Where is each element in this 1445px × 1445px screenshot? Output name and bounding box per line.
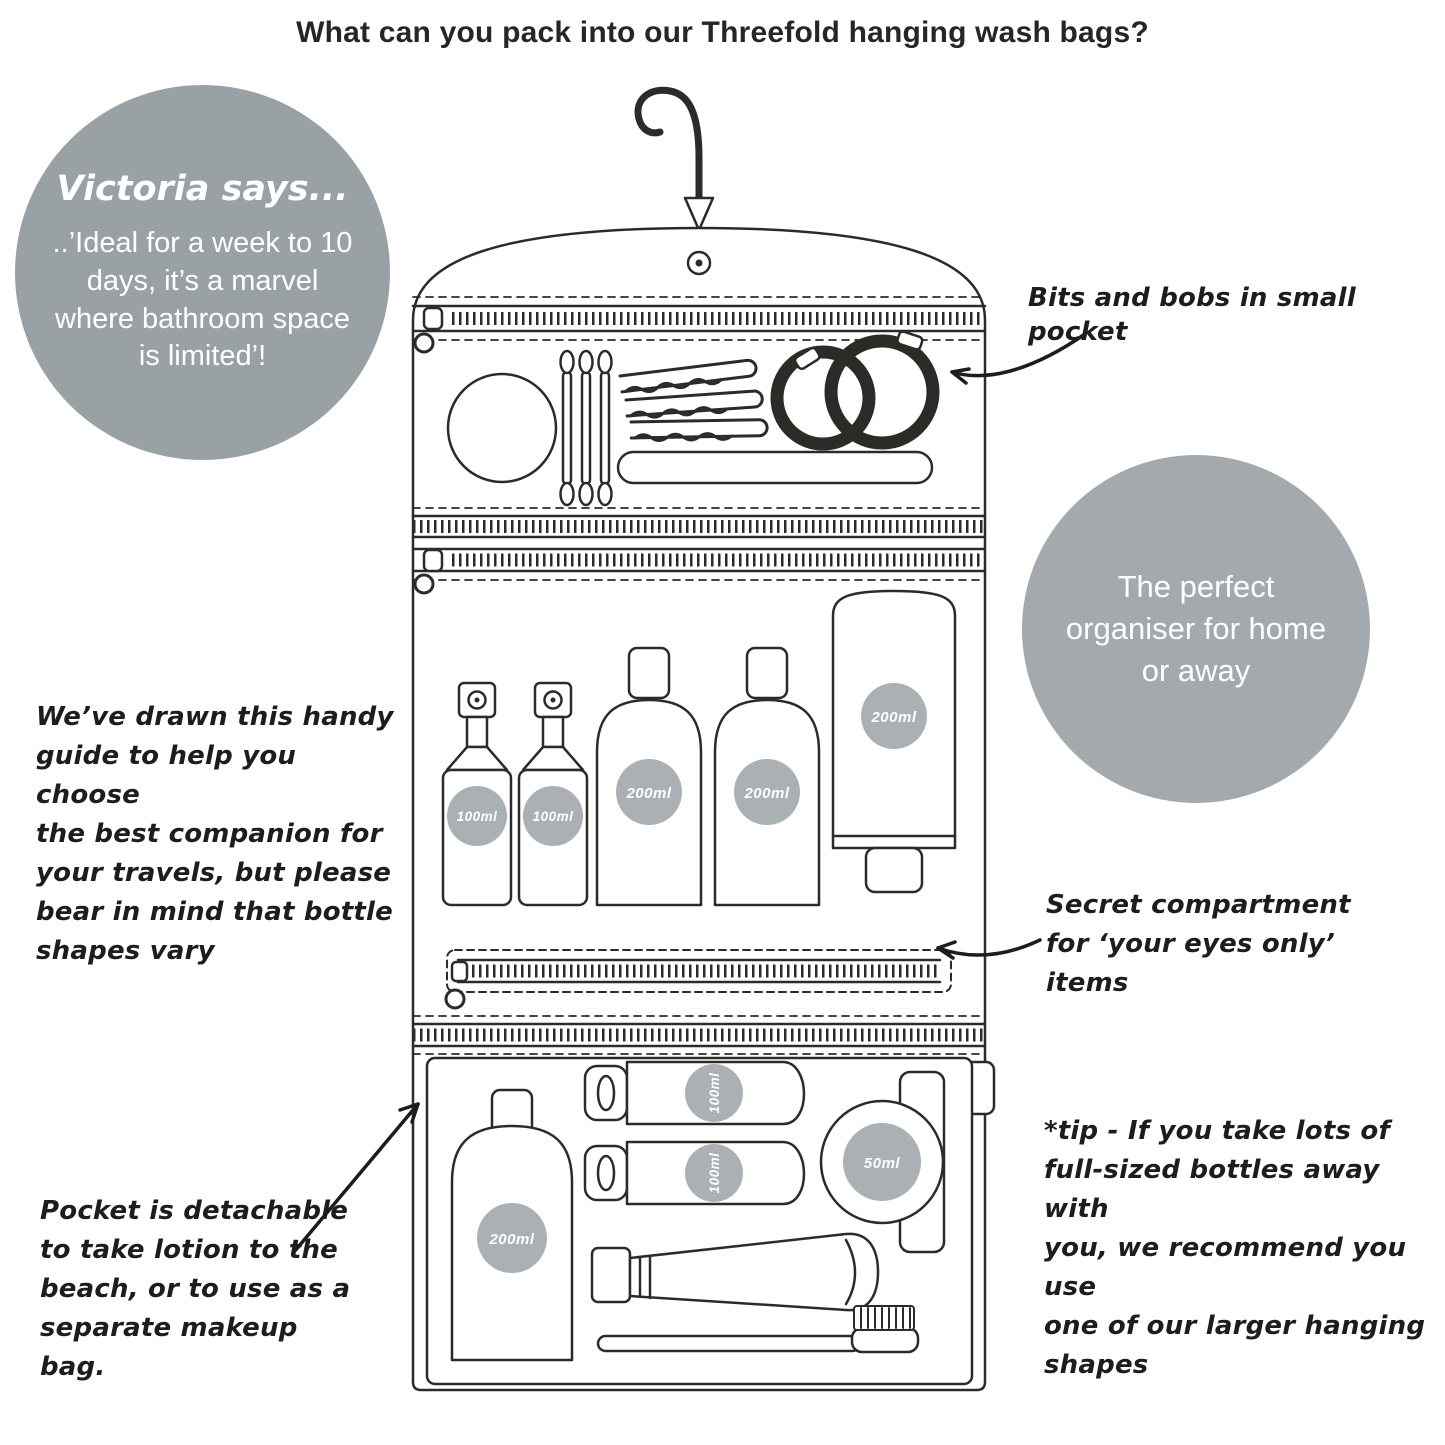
annotation-bits-and-bobs: Bits and bobs in small pocket	[1028, 283, 1356, 347]
organiser-text: The perfect organiser for home or away	[1065, 569, 1327, 688]
label-spray-right: 100ml	[533, 809, 574, 824]
label-pocket-bottle: 200ml	[488, 1231, 534, 1248]
label-bottle-left: 200ml	[625, 785, 671, 802]
victoria-bubble: Victoria says... ..’Ideal for a week to …	[15, 85, 390, 460]
secret-zip	[444, 949, 952, 1010]
secret-compartment-arrow	[936, 938, 1042, 960]
mini-tube-top: 100ml	[583, 1060, 806, 1126]
cream-pot-50ml: 50ml	[819, 1070, 946, 1254]
mini-tube-bottom: 100ml	[583, 1140, 806, 1206]
snap-button	[686, 250, 712, 276]
label-mini-tube-bottom: 100ml	[707, 1153, 722, 1194]
bottle-200ml-left: 200ml	[595, 646, 703, 907]
top-pocket-zip	[411, 296, 987, 354]
tube-200ml: 200ml	[831, 589, 957, 894]
victoria-quote: ..’Ideal for a week to 10 days, it’s a m…	[52, 227, 353, 373]
label-pot: 50ml	[864, 1155, 901, 1172]
page-title: What can you pack into our Threefold han…	[296, 16, 1149, 49]
spray-bottle-right: 100ml	[517, 681, 589, 907]
hanging-hook-icon	[634, 86, 715, 232]
annotation-tip: *tip - If you take lots of full-sized bo…	[1044, 1116, 1426, 1380]
bobby-pins	[618, 358, 769, 443]
label-tube: 200ml	[870, 709, 916, 726]
hair-ties	[770, 330, 940, 451]
toothpaste-tube	[590, 1232, 880, 1312]
victoria-heading: Victoria says...	[56, 169, 349, 210]
detachable-pocket-arrow	[292, 1102, 420, 1254]
annotation-handy-guide: We’ve drawn this handy guide to help you…	[36, 702, 394, 966]
spray-bottle-left: 100ml	[441, 681, 513, 907]
pocket-bottle-200ml: 200ml	[450, 1088, 574, 1362]
annotation-detachable-pocket: Pocket is detachable to take lotion to t…	[40, 1196, 351, 1382]
pocket-zip	[411, 1015, 987, 1055]
annotation-secret-compartment: Secret compartment for ‘your eyes only’ …	[1046, 890, 1351, 998]
toothbrush	[596, 1305, 920, 1354]
bits-and-bobs-arrow	[950, 332, 1087, 385]
bottle-200ml-right: 200ml	[713, 646, 821, 907]
compact-mirror	[446, 372, 558, 484]
label-spray-left: 100ml	[457, 809, 498, 824]
cotton-buds	[559, 349, 613, 507]
elastic-slot	[616, 450, 934, 485]
middle-zip	[411, 507, 987, 595]
organiser-bubble: The perfect organiser for home or away	[1022, 455, 1370, 803]
label-bottle-right: 200ml	[743, 785, 789, 802]
toothbrush-bristles	[853, 1305, 915, 1331]
label-mini-tube-top: 100ml	[707, 1073, 722, 1114]
